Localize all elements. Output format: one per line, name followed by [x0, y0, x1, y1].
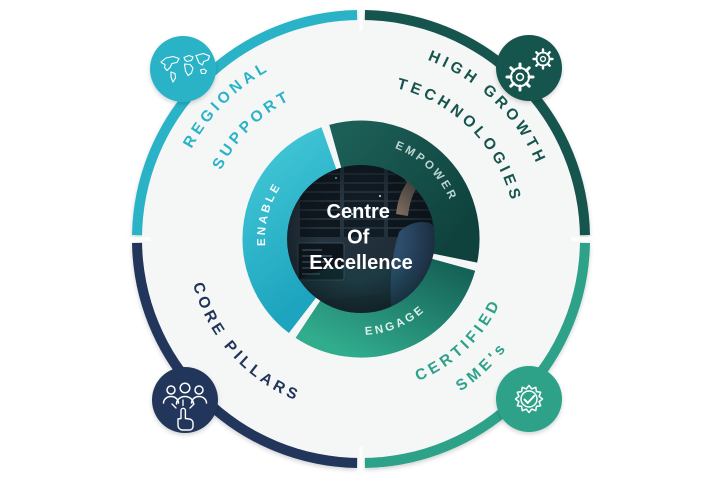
core-pillars-icon-circle: [152, 367, 218, 433]
centre-title-line1: Centre: [327, 201, 390, 223]
centre-title-line2: Of: [347, 227, 370, 249]
world-map-icon: [160, 52, 211, 83]
segment-empower: [329, 120, 480, 263]
certified-smes-icon-circle: [496, 366, 562, 432]
inner-ring: [242, 120, 480, 358]
centre-title-line3: Excellence: [309, 252, 412, 274]
centre-photo: [287, 165, 435, 313]
segment-engage: [295, 257, 476, 358]
centre-title: Centre Of Excellence: [309, 201, 412, 274]
certified-badge-icon: [514, 384, 544, 414]
gears-icon: [505, 48, 554, 92]
regional-support-icon-circle: [150, 36, 216, 102]
segment-enable: [242, 127, 338, 334]
team-click-icon: [162, 382, 208, 431]
quadrant-dividers: [125, 3, 597, 475]
